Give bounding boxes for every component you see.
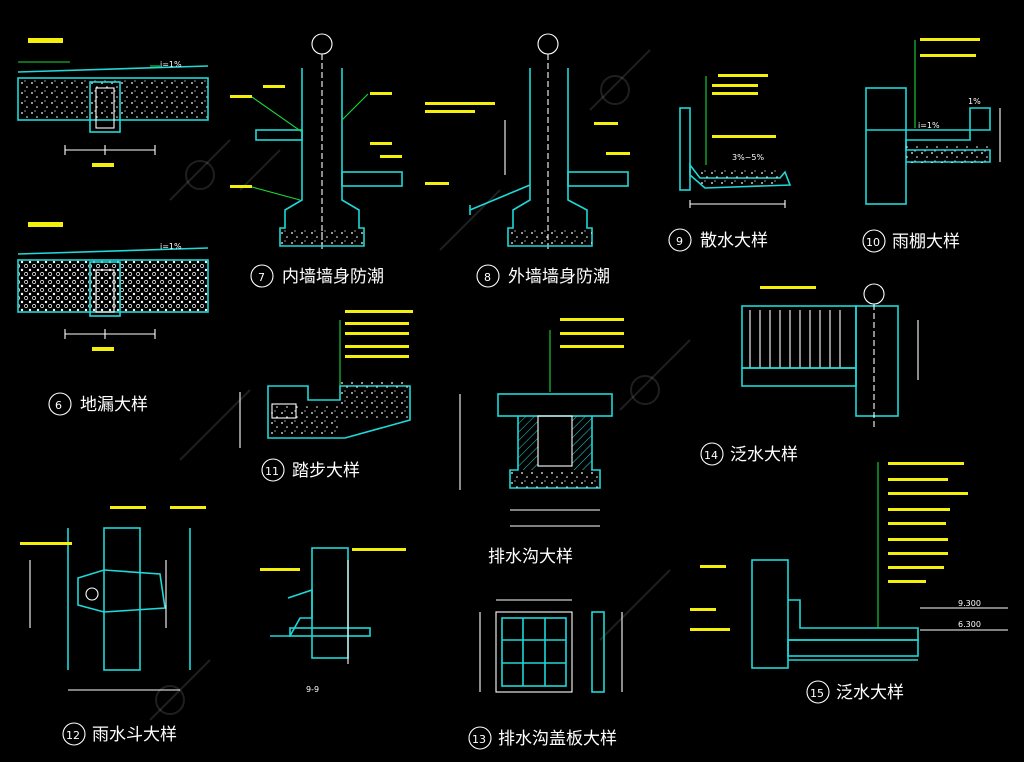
canopy-top-slope-label: 1% [968,97,981,106]
detail-12-number: 12 [66,729,80,742]
detail-6-floor-drain: i=1% i=1% 6 地漏大样 [17,38,209,416]
detail-15-number: 15 [810,687,824,700]
detail-13-number: 13 [472,733,486,746]
section-9-9-label: 9-9 [306,685,319,694]
detail-12-rain-hopper: 12 雨水斗大样 [20,506,206,746]
detail-drain-trench: 排水沟大样 [459,318,624,567]
detail-9-apron: 3%~5% 9 散水大样 [668,74,792,252]
detail-13-title: 排水沟盖板大样 [498,729,617,749]
detail-10-canopy: i=1% 1% 10 雨棚大样 [862,38,1001,253]
detail-9-title: 散水大样 [700,231,768,251]
detail-8-number: 8 [484,271,491,284]
detail-11-step: 11 踏步大样 [239,310,413,482]
elevation-upper: 9.300 [958,599,981,608]
detail-12-title: 雨水斗大样 [92,725,177,745]
detail-8-title: 外墙墙身防潮 [508,267,610,287]
detail-14-flashing: 14 泛水大样 [700,283,919,466]
detail-10-title: 雨棚大样 [892,232,960,252]
drain-trench-title: 排水沟大样 [488,547,573,567]
elevation-lower: 6.300 [958,620,981,629]
detail-11-title: 踏步大样 [292,461,360,481]
detail-7-interior-wall: 7 内墙墙身防潮 [230,33,403,288]
detail-section-9-9: 9-9 [260,547,406,694]
detail-6-title: 地漏大样 [80,395,148,415]
watermark-group [149,49,691,721]
detail-15-flashing: 9.300 6.300 15 泛水大样 [690,462,1008,704]
detail-7-title: 内墙墙身防潮 [282,267,384,287]
detail-15-title: 泛水大样 [836,683,904,703]
detail-13-drain-cover: 13 排水沟盖板大样 [468,599,623,750]
floor-drain-slope-label-2: i=1% [160,242,182,251]
floor-drain-slope-label: i=1% [160,60,182,69]
detail-14-number: 14 [704,449,718,462]
detail-7-number: 7 [258,271,265,284]
detail-6-number: 6 [55,399,62,412]
canopy-slope-label: i=1% [918,121,940,130]
detail-10-number: 10 [866,236,880,249]
detail-14-title: 泛水大样 [730,445,798,465]
detail-9-number: 9 [676,235,683,248]
detail-11-number: 11 [265,465,279,478]
apron-slope-label: 3%~5% [732,153,764,162]
detail-8-exterior-wall: 8 外墙墙身防潮 [425,33,630,288]
